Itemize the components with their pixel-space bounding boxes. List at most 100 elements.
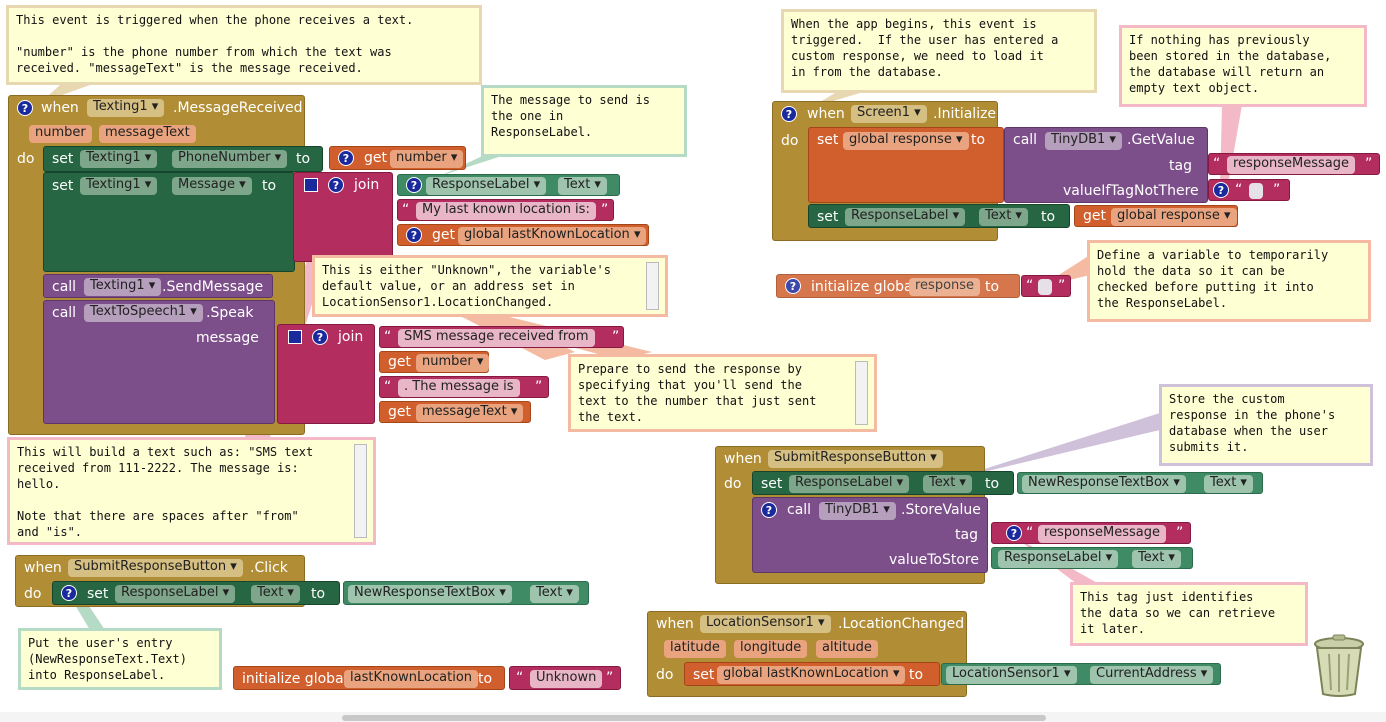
set-texting-phonenumber-block[interactable]: set Texting1 ▾ PhoneNumber ▾ to — [43, 146, 323, 172]
property-dropdown-phonenumber[interactable]: PhoneNumber ▾ — [172, 150, 288, 168]
text-literal-my-last-known[interactable]: “ My last known location is: ” — [397, 199, 614, 221]
set-responselabel-text-block-submit[interactable]: set ResponseLabel ▾ Text ▾ to — [752, 471, 1014, 495]
get-global-last-known-block[interactable]: ? get global lastKnownLocation ▾ — [397, 224, 649, 246]
mutator-icon[interactable] — [288, 330, 302, 344]
text-literal-response-message[interactable]: “ responseMessage ” — [1208, 153, 1380, 175]
help-icon[interactable]: ? — [781, 106, 797, 122]
comment-scrollbar[interactable] — [354, 444, 367, 538]
component-dropdown-screen1[interactable]: Screen1 ▾ — [851, 105, 927, 123]
component-dropdown-responselabel[interactable]: ResponseLabel ▾ — [998, 550, 1119, 568]
horizontal-scrollbar-track[interactable] — [0, 712, 1386, 722]
property-dropdown-text[interactable]: Text ▾ — [979, 208, 1028, 226]
text-literal-empty-2[interactable]: “ ” — [1021, 275, 1071, 297]
component-dropdown-location-sensor[interactable]: LocationSensor1 ▾ — [946, 666, 1077, 684]
property-dropdown-text[interactable]: Text ▾ — [530, 585, 579, 603]
text-literal-value[interactable]: My last known location is: — [416, 202, 596, 220]
text-literal-empty[interactable]: ? “ ” — [1208, 179, 1290, 201]
text-literal-value[interactable]: Unknown — [530, 670, 603, 688]
variable-name-field[interactable]: lastKnownLocation — [344, 670, 479, 688]
text-literal-unknown[interactable]: “ Unknown ” — [509, 666, 621, 690]
get-number-block[interactable]: ? get number ▾ — [329, 146, 466, 170]
param-number[interactable]: number — [29, 125, 92, 143]
init-global-response-block[interactable]: ? initialize global response to — [776, 274, 1020, 298]
property-dropdown-text[interactable]: Text ▾ — [1132, 550, 1181, 568]
comment-tag-identifies[interactable]: This tag just identifies the data so we … — [1070, 582, 1308, 646]
component-dropdown-tinydb1[interactable]: TinyDB1 ▾ — [819, 502, 896, 520]
variable-dropdown-global-last-known[interactable]: global lastKnownLocation ▾ — [717, 666, 906, 684]
component-dropdown-tinydb1[interactable]: TinyDB1 ▾ — [1045, 132, 1122, 150]
component-dropdown-responselabel[interactable]: ResponseLabel ▾ — [789, 475, 910, 493]
text-literal-value[interactable]: . The message is — [398, 379, 520, 397]
comment-prepare-send[interactable]: Prepare to send the response by specifyi… — [568, 354, 877, 432]
comment-scrollbar[interactable] — [646, 262, 659, 310]
call-tinydb-storevalue-block[interactable]: ? call TinyDB1 ▾ .StoreValue tag valueTo… — [752, 497, 988, 573]
help-icon[interactable]: ? — [1006, 525, 1022, 541]
empty-text-field[interactable] — [1249, 183, 1263, 199]
get-number-block-2[interactable]: get number ▾ — [379, 351, 490, 373]
mutator-icon[interactable] — [304, 178, 318, 192]
component-dropdown-responselabel[interactable]: ResponseLabel ▾ — [845, 208, 966, 226]
get-newresponsetextbox-text-right[interactable]: NewResponseTextBox ▾ Text ▾ — [1017, 472, 1263, 494]
param-latitude[interactable]: latitude — [664, 640, 726, 658]
comment-either-unknown[interactable]: This is either "Unknown", the variable's… — [312, 255, 668, 317]
comment-put-entry[interactable]: Put the user's entry (NewResponseText.Te… — [18, 628, 222, 690]
component-dropdown-newresponsetextbox[interactable]: NewResponseTextBox ▾ — [348, 585, 512, 603]
help-icon[interactable]: ? — [61, 585, 77, 601]
help-icon[interactable]: ? — [406, 227, 422, 243]
property-dropdown-text[interactable]: Text ▾ — [1204, 475, 1253, 493]
variable-dropdown-global-response[interactable]: global response ▾ — [843, 132, 969, 150]
component-dropdown-location-sensor[interactable]: LocationSensor1 ▾ — [700, 615, 831, 633]
get-global-response-block[interactable]: get global response ▾ — [1074, 205, 1238, 227]
text-literal-message-is[interactable]: “ . The message is ” — [379, 376, 549, 398]
help-icon[interactable]: ? — [785, 278, 801, 294]
get-responselabel-text-block[interactable]: ? ResponseLabel ▾ Text ▾ — [397, 174, 620, 196]
property-dropdown-text[interactable]: Text ▾ — [251, 585, 300, 603]
component-dropdown-texting1[interactable]: Texting1 ▾ — [84, 278, 162, 296]
set-responselabel-text-block-left[interactable]: ? set ResponseLabel ▾ Text ▾ to — [52, 581, 340, 605]
call-texttospeech-speak-block[interactable]: call TextToSpeech1 ▾ .Speak message — [43, 300, 275, 424]
component-dropdown-texttospeech1[interactable]: TextToSpeech1 ▾ — [84, 304, 203, 322]
component-dropdown-responselabel[interactable]: ResponseLabel ▾ — [426, 177, 547, 195]
trash-can-icon[interactable] — [1313, 634, 1365, 698]
property-dropdown-message[interactable]: Message ▾ — [172, 177, 252, 195]
set-responselabel-text-block-init[interactable]: set ResponseLabel ▾ Text ▾ to — [808, 204, 1070, 228]
comment-app-begins[interactable]: When the app begins, this event is trigg… — [781, 9, 1097, 93]
help-icon[interactable]: ? — [17, 100, 33, 116]
get-newresponsetextbox-text-left[interactable]: NewResponseTextBox ▾ Text ▾ — [343, 581, 589, 605]
horizontal-scrollbar-thumb[interactable] — [342, 715, 1046, 721]
comment-texting-event[interactable]: This event is triggered when the phone r… — [6, 5, 482, 85]
property-dropdown-text[interactable]: Text ▾ — [923, 475, 972, 493]
help-icon[interactable]: ? — [338, 150, 354, 166]
get-location-current-address[interactable]: LocationSensor1 ▾ CurrentAddress ▾ — [941, 663, 1221, 685]
set-global-response-block[interactable]: set global response ▾ to — [808, 127, 1004, 203]
variable-dropdown-number[interactable]: number ▾ — [390, 150, 464, 168]
help-icon[interactable]: ? — [406, 177, 422, 193]
help-icon[interactable]: ? — [761, 502, 777, 518]
comment-store-custom[interactable]: Store the custom response in the phone's… — [1159, 384, 1373, 466]
property-dropdown-current-address[interactable]: CurrentAddress ▾ — [1090, 666, 1214, 684]
join-block-speak[interactable]: ? join — [277, 324, 375, 424]
help-icon[interactable]: ? — [328, 177, 344, 193]
component-dropdown-responselabel[interactable]: ResponseLabel ▾ — [115, 585, 236, 603]
component-dropdown-newresponsetextbox[interactable]: NewResponseTextBox ▾ — [1022, 475, 1186, 493]
comment-scrollbar[interactable] — [855, 361, 868, 425]
variable-dropdown-global-response[interactable]: global response ▾ — [1111, 208, 1237, 226]
empty-text-field[interactable] — [1038, 279, 1052, 295]
comment-message-to-send[interactable]: The message to send is the one in Respon… — [481, 85, 687, 157]
text-literal-sms-received[interactable]: “ SMS message received from ” — [379, 326, 624, 348]
join-block-message[interactable]: ? join — [293, 172, 393, 262]
help-icon[interactable]: ? — [312, 329, 328, 345]
text-literal-value[interactable]: responseMessage — [1038, 525, 1167, 543]
component-dropdown-texting1[interactable]: Texting1 ▾ — [80, 177, 158, 195]
param-message-text[interactable]: messageText — [99, 125, 196, 143]
param-longitude[interactable]: longitude — [734, 640, 808, 658]
comment-define-variable[interactable]: Define a variable to temporarily hold th… — [1087, 240, 1371, 322]
call-tinydb-getvalue-block[interactable]: call TinyDB1 ▾ .GetValue tag valueIfTagN… — [1004, 127, 1208, 203]
text-literal-value[interactable]: responseMessage — [1227, 156, 1356, 174]
comment-nothing-stored[interactable]: If nothing has previously been stored in… — [1119, 25, 1367, 107]
init-global-last-known-block[interactable]: initialize global lastKnownLocation to — [233, 666, 505, 690]
variable-dropdown-global-last-known[interactable]: global lastKnownLocation ▾ — [458, 227, 647, 245]
get-message-text-block[interactable]: get messageText ▾ — [379, 401, 531, 423]
variable-dropdown-number[interactable]: number ▾ — [416, 354, 490, 372]
property-dropdown-text[interactable]: Text ▾ — [558, 177, 607, 195]
